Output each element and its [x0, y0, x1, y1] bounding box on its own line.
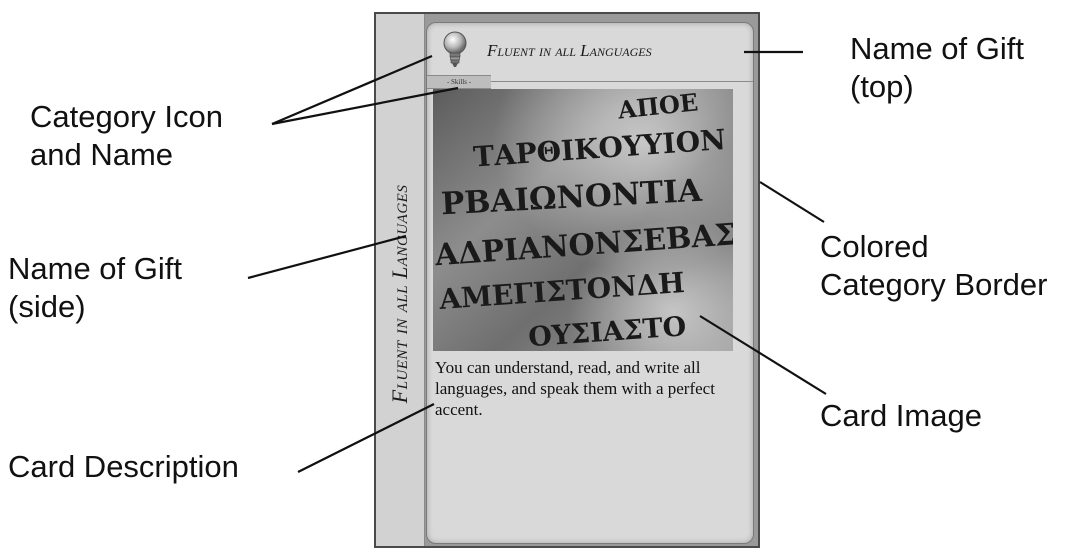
- card-face: Fluent in all Languages - Skills -: [426, 22, 754, 544]
- card-description: You can understand, read, and write all …: [435, 358, 715, 419]
- gift-card: Fluent in all Languages Fluent in all La…: [374, 12, 760, 548]
- label-colored-category-border: Colored Category Border: [820, 229, 1048, 302]
- label-card-image: Card Image: [820, 398, 982, 433]
- side-strip: Fluent in all Languages: [376, 14, 425, 546]
- lightbulb-icon: [443, 31, 467, 67]
- callout-line-category-border: [759, 181, 825, 223]
- label-name-of-gift-side: Name of Gift (side): [8, 251, 182, 324]
- label-category-icon: Category Icon and Name: [30, 99, 223, 172]
- header-divider: [491, 81, 753, 82]
- gift-name-side: Fluent in all Languages: [387, 184, 412, 404]
- category-name: - Skills -: [427, 75, 491, 89]
- label-card-description: Card Description: [8, 449, 239, 484]
- card-image: ΑΠΟΕ ΤΑΡΘΙΚΟΥΥΙΟΝ ΡΒΑΙΩΝΟΝΤΙΑ ΑΔΡΙΑΝΟΝΣΕ…: [433, 89, 733, 351]
- gift-name-top: Fluent in all Languages: [487, 41, 652, 60]
- label-name-of-gift-top: Name of Gift (top): [850, 31, 1024, 104]
